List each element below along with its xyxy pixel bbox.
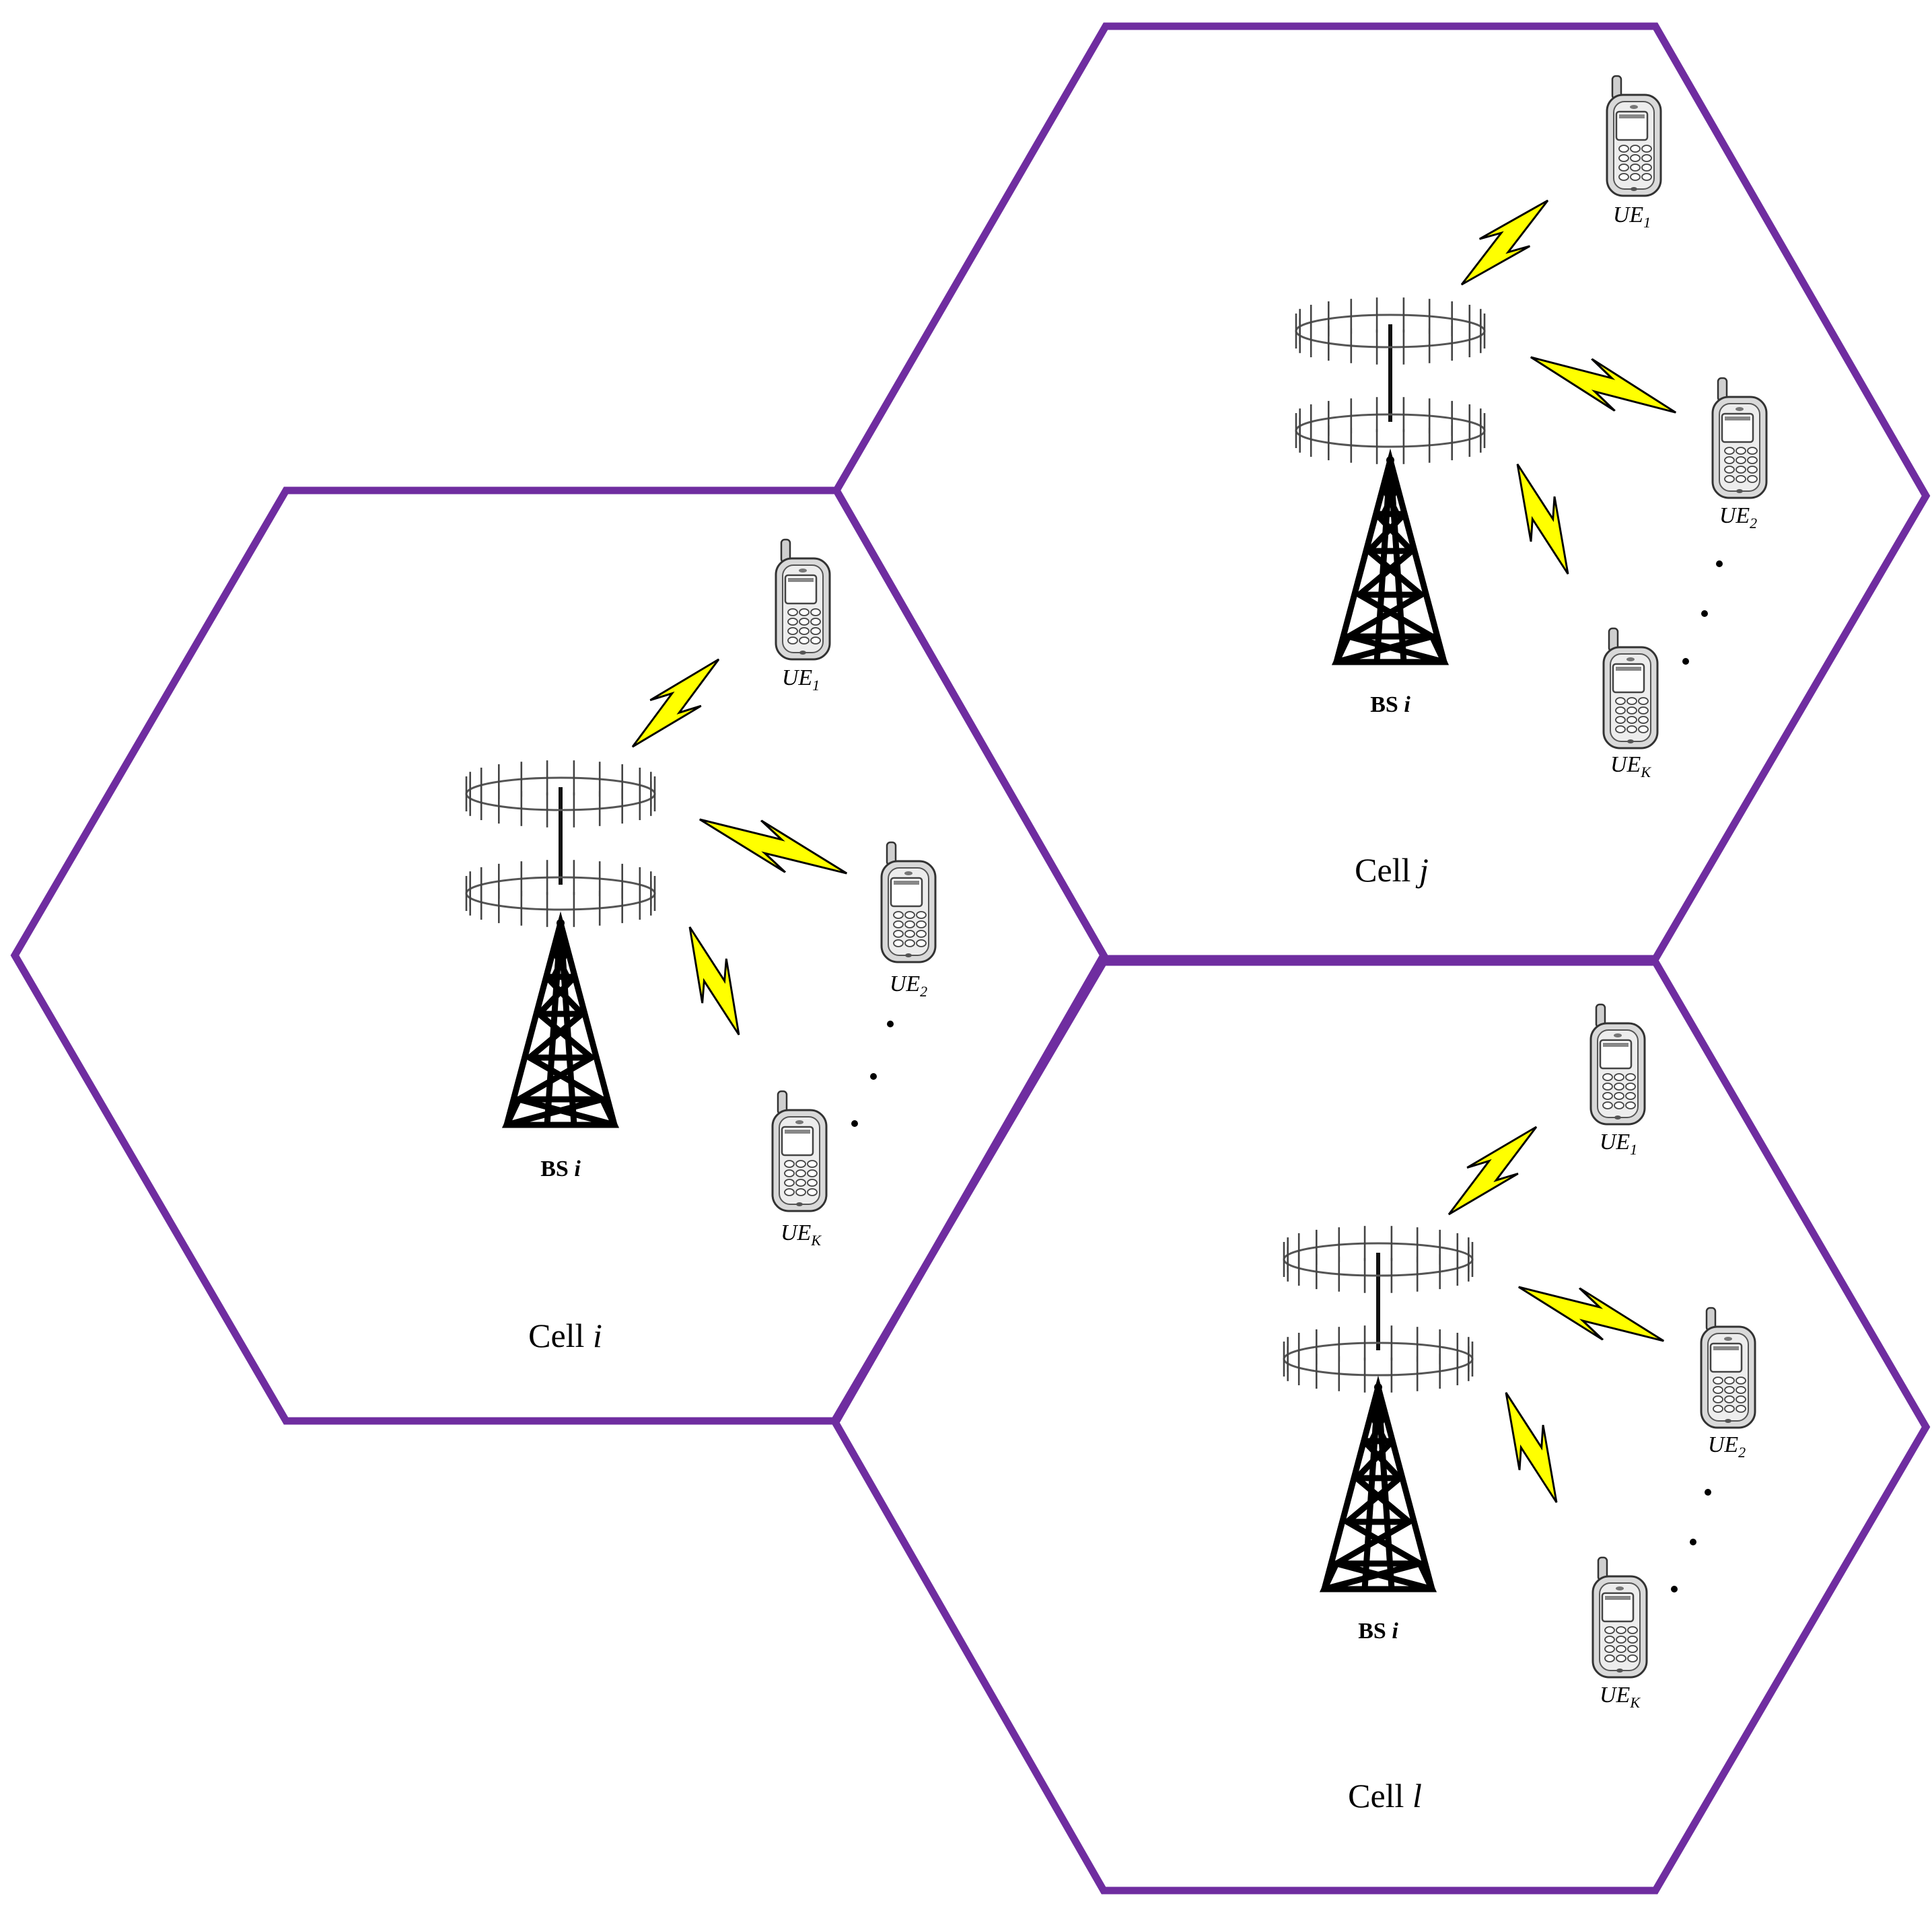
mobile-phone-icon	[880, 841, 937, 963]
ue-label-base: UE	[781, 1220, 812, 1245]
bs-label-cell-j: BS i	[1370, 692, 1410, 717]
ue-label-base: UE	[890, 972, 921, 996]
ue-label-base: UE	[1708, 1432, 1739, 1457]
ue-label: UE2	[890, 972, 927, 1000]
lightning-link-icon	[617, 644, 734, 762]
bs-label-cell-i-word: BS	[540, 1157, 569, 1181]
antenna-array-icon	[1296, 297, 1484, 464]
cell-label-i-var: i	[593, 1317, 602, 1354]
ue-label-base: UE	[1613, 203, 1644, 227]
ellipsis-dot	[1705, 1489, 1711, 1496]
bs-label-cell-i-var: i	[574, 1157, 581, 1181]
ue-label: UEK	[1600, 1683, 1641, 1711]
lightning-link-icon	[1487, 1383, 1576, 1512]
ellipsis-dot	[1701, 610, 1708, 617]
mobile-phone-icon	[1589, 1003, 1646, 1126]
lightning-link-icon	[670, 918, 758, 1044]
ue-label: UE1	[1600, 1130, 1637, 1158]
ue-label-subscript: K	[1629, 1694, 1641, 1711]
mobile-phone-icon	[1591, 1556, 1648, 1679]
ue-label-subscript: K	[1640, 764, 1651, 780]
ue-label-base: UE	[782, 665, 813, 690]
ue-label-base: UE	[1600, 1130, 1631, 1154]
cell-label-j-word: Cell	[1355, 851, 1410, 889]
cell-label-i: Cell i	[528, 1317, 602, 1354]
bs-label-cell-l: BS i	[1358, 1619, 1398, 1644]
cell-label-l-word: Cell	[1348, 1777, 1404, 1815]
bs-label-cell-l-var: i	[1392, 1619, 1398, 1644]
ue-label: UE1	[782, 665, 820, 694]
cell-label-l-var: l	[1412, 1777, 1422, 1815]
lightning-link-icon	[1498, 454, 1587, 584]
lightning-link-icon	[1433, 1111, 1552, 1230]
ue-label-subscript: 2	[1738, 1444, 1746, 1461]
lightning-link-icon	[1522, 337, 1684, 433]
cell-label-l: Cell l	[1348, 1777, 1422, 1815]
cell-label-j: Cell j	[1355, 851, 1429, 889]
ue-label-subscript: K	[810, 1232, 822, 1249]
ue-label: UE1	[1613, 203, 1651, 231]
ue-label: UEK	[1610, 752, 1651, 780]
base-station-tower-icon	[507, 919, 614, 1125]
bs-label-cell-j-word: BS	[1370, 692, 1398, 717]
ellipsis-dot	[1690, 1539, 1696, 1545]
mobile-phone-icon	[1602, 627, 1659, 749]
ue-label-base: UE	[1600, 1683, 1631, 1708]
ue-label-subscript: 1	[812, 677, 820, 694]
ellipsis-dot	[851, 1120, 858, 1127]
bs-label-cell-l-word: BS	[1358, 1619, 1386, 1644]
mobile-phone-icon	[1700, 1307, 1756, 1429]
ue-label: UEK	[781, 1220, 822, 1249]
ue-label-subscript: 1	[1630, 1141, 1637, 1158]
hexagon-cell-l	[830, 958, 1931, 1895]
ellipsis-dot	[1716, 560, 1723, 567]
lightning-link-icon	[693, 801, 854, 892]
base-station-tower-icon	[1336, 456, 1444, 662]
antenna-array-icon	[466, 760, 655, 927]
ue-label-base: UE	[1719, 503, 1750, 528]
bs-label-cell-i: BS i	[540, 1157, 581, 1181]
ue-label-subscript: 2	[1750, 515, 1757, 532]
ue-label-subscript: 2	[920, 983, 927, 1000]
ellipsis-dot	[1671, 1586, 1678, 1592]
bs-label-cell-j-var: i	[1404, 692, 1410, 717]
antenna-array-icon	[1284, 1226, 1472, 1393]
ellipsis-dot	[870, 1073, 877, 1080]
cell-label-i-word: Cell	[528, 1317, 584, 1354]
ue-label: UE2	[1708, 1432, 1746, 1461]
ue-label: UE2	[1719, 503, 1757, 532]
ue-label-subscript: 1	[1643, 214, 1651, 231]
ellipsis-dot	[887, 1021, 894, 1027]
mobile-phone-icon	[1711, 377, 1768, 499]
lightning-link-icon	[1446, 185, 1563, 300]
mobile-phone-icon	[1606, 75, 1662, 197]
lightning-link-icon	[1510, 1266, 1672, 1362]
ue-label-base: UE	[1610, 752, 1641, 777]
mobile-phone-icon	[771, 1090, 828, 1212]
ellipsis-dot	[1682, 658, 1689, 665]
cell-hexagons	[10, 22, 1931, 1895]
base-station-tower-icon	[1324, 1383, 1432, 1589]
mobile-phone-icon	[775, 538, 831, 661]
